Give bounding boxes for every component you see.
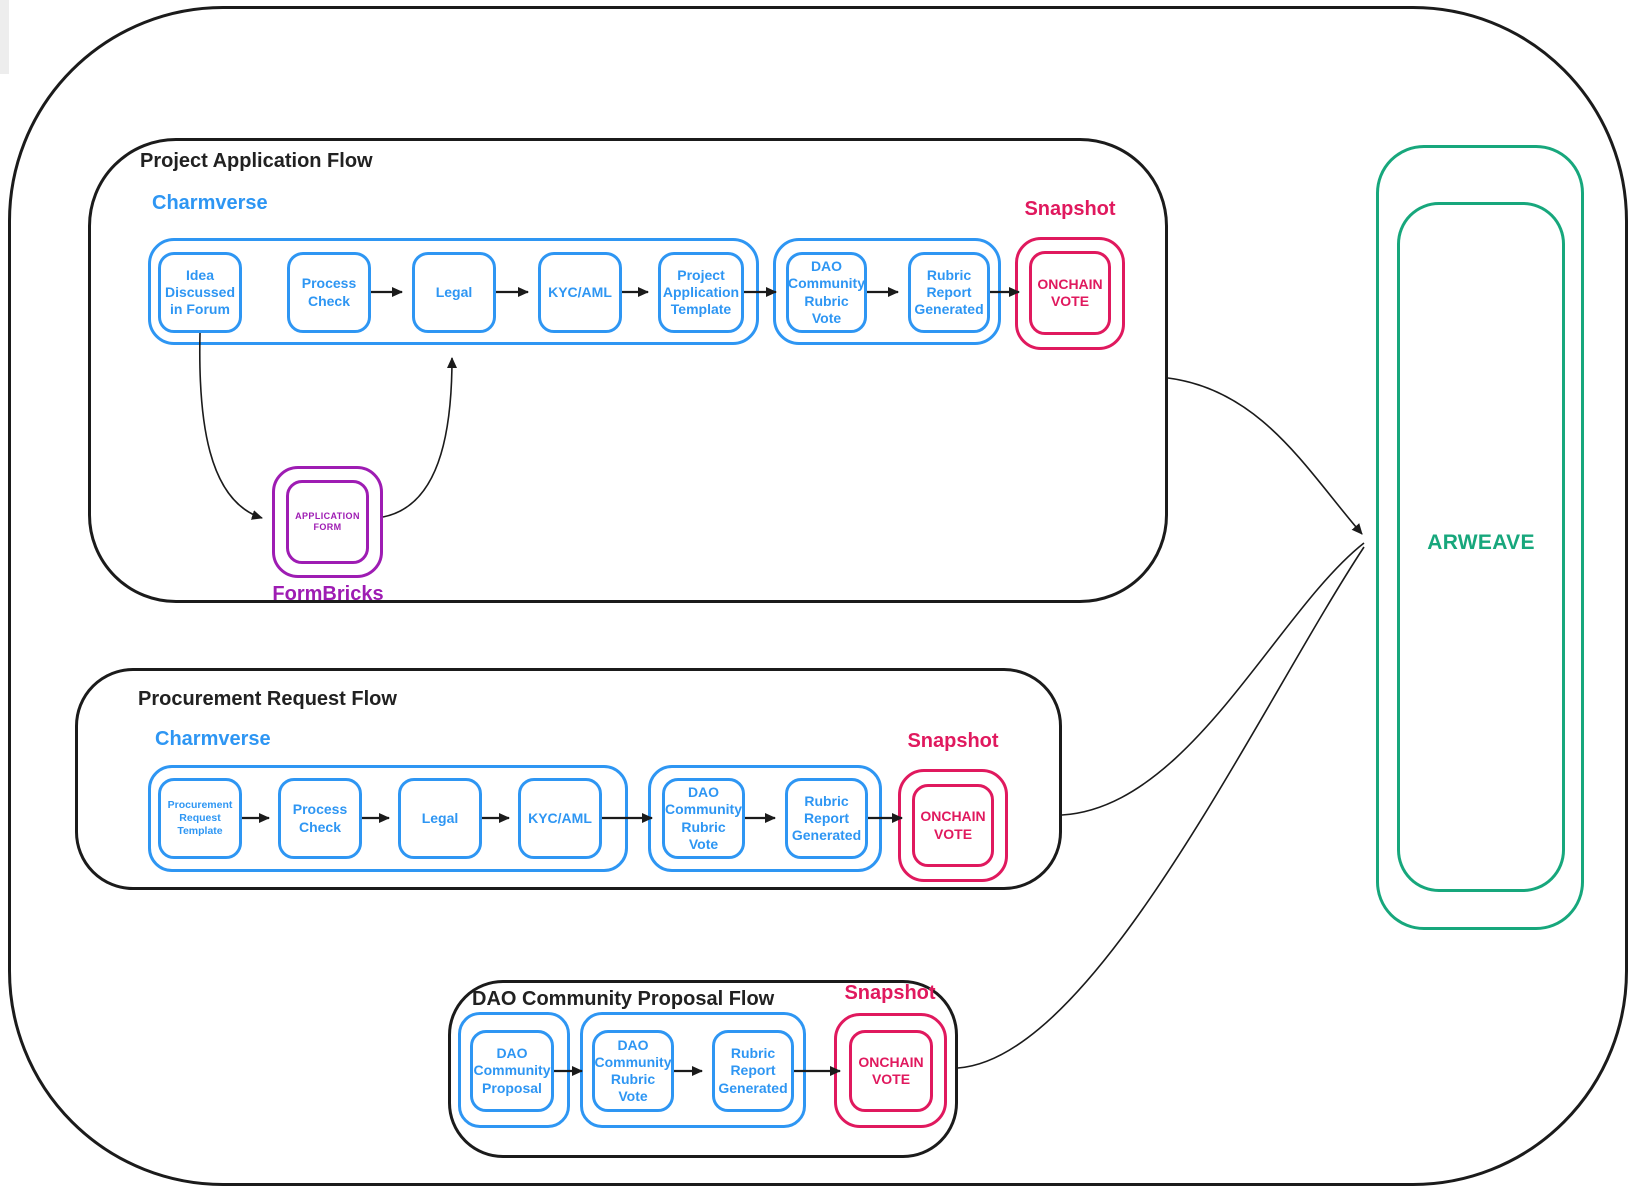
charmverse-label-2: Charmverse [155,728,271,750]
node-onchain-vote-3: ONCHAIN VOTE [849,1030,933,1112]
procurement-flow-title: Procurement Request Flow [138,688,397,710]
node-rubric-report-generated-2: Rubric Report Generated [785,778,868,859]
node-rubric-report-generated-1: Rubric Report Generated [908,252,990,333]
node-procurement-request-template: Procurement Request Template [158,778,242,859]
node-kyc-aml-2: KYC/AML [518,778,602,859]
node-onchain-vote-1: ONCHAIN VOTE [1029,251,1111,335]
node-legal-1: Legal [412,252,496,333]
node-application-form: APPLICATION FORM [286,480,369,564]
node-rubric-report-generated-3: Rubric Report Generated [712,1030,794,1112]
dao-flow-title: DAO Community Proposal Flow [472,988,775,1010]
snapshot-label-3: Snapshot [844,982,936,1004]
node-kyc-aml-1: KYC/AML [538,252,622,333]
node-legal-2: Legal [398,778,482,859]
edge-artifact [0,0,9,74]
node-process-check-2: Process Check [278,778,362,859]
node-idea-discussed-in-forum: Idea Discussed in Forum [158,252,242,333]
project-flow-title: Project Application Flow [140,150,373,172]
formbricks-label: FormBricks [272,583,384,605]
arweave-outer-frame [1376,145,1584,930]
arweave-label: ARWEAVE [1427,531,1535,554]
node-dao-community-proposal: DAO Community Proposal [470,1030,554,1112]
snapshot-label-1: Snapshot [1024,198,1116,220]
outer-container-frame [8,6,1628,1186]
project-flow-frame [88,138,1168,603]
node-process-check-1: Process Check [287,252,371,333]
formbricks-outer [272,466,383,578]
node-dao-community-rubric-vote-3: DAO Community Rubric Vote [592,1030,674,1112]
charmverse-label-1: Charmverse [152,192,268,214]
dao-flow-frame [448,980,958,1158]
node-dao-community-rubric-vote-2: DAO Community Rubric Vote [662,778,745,859]
node-dao-community-rubric-vote-1: DAO Community Rubric Vote [786,252,867,333]
arweave-inner-frame [1397,202,1565,892]
node-project-application-template: Project Application Template [658,252,744,333]
